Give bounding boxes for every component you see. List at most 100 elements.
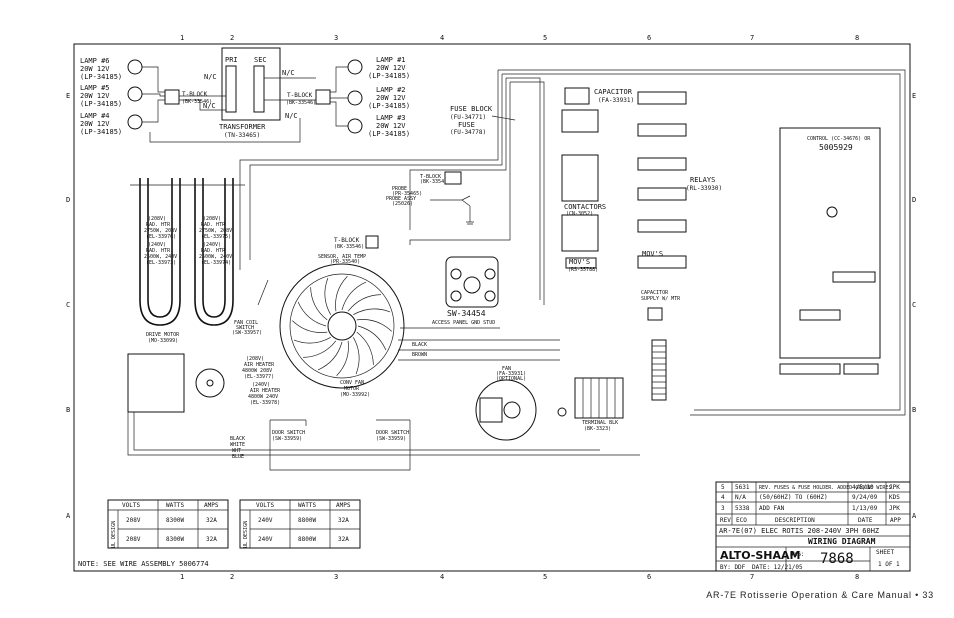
movs-label: MOV'S (569, 258, 590, 266)
drive-motor-part: (MO-33099) (148, 338, 178, 344)
conv-fan-label2: MOTOR (344, 386, 360, 392)
sheet-number: 1 OF 1 (878, 561, 900, 568)
contactors-part: (CN-3052) (566, 211, 593, 217)
lamp-6-spec: 20W 12V (80, 65, 110, 73)
wire-brown: BROWN (412, 352, 427, 358)
lamp-2-name: LAMP #2 (376, 86, 406, 94)
conv-fan-blade (293, 336, 331, 344)
fan-motor (479, 397, 503, 423)
grid-row-left-C: C (66, 301, 70, 309)
probe-assy-label: PROBE ASSY (386, 196, 416, 202)
lamp-6-bulb (127, 59, 143, 75)
heater-l2-name: RAD. HTR (146, 248, 171, 254)
conv-fan-blade (317, 341, 343, 371)
heater-r2-name: RAD. HTR (201, 248, 226, 254)
t240-r1-watts: 8800W (298, 517, 316, 524)
dwg-number: 7868 (820, 551, 854, 567)
drive-motor: DRIVE MOTOR (MO-33099) (127, 332, 225, 413)
switch-body (445, 256, 499, 308)
switch-terminal-21 (450, 268, 462, 280)
conv-fan-blade (347, 294, 381, 312)
fan-coil-label: FAN COIL (234, 320, 258, 326)
sensor-tblock-label: T-BLOCK (334, 237, 360, 244)
fuse-label: FUSE (458, 121, 475, 129)
probe-tblock-box (444, 171, 462, 185)
heater-l1-name: RAD. HTR (146, 222, 171, 228)
optional-fan: FAN (FA-33931) (OPTIONAL) (475, 366, 567, 441)
relay-1 (637, 91, 687, 105)
main-bus-wiring (239, 69, 906, 416)
grid-row-right-B: B (912, 406, 916, 414)
fan-label: FAN (502, 366, 511, 372)
lamp-3-spec: 20W 12V (376, 122, 406, 130)
lamp-4-bulb (127, 114, 143, 130)
grid-col-top-2: 2 (230, 34, 234, 42)
relays-part: (RL-33930) (686, 185, 722, 192)
fan-part: (FA-33931) (496, 371, 526, 377)
conv-fan-blade (352, 337, 360, 375)
specs-tables: VOLTS WATTS AMPS 208V 8300W 32A 208V 830… (107, 499, 361, 549)
lamp-6: LAMP #6 20W 12V (LP-34185) (80, 57, 143, 81)
tblock-right-label: T-BLOCK (287, 92, 313, 99)
control-board-number: 5005929 (819, 143, 853, 152)
t208-r1-watts: 8300W (166, 517, 184, 524)
transformer-label: TRANSFORMER (219, 123, 266, 131)
movs-part: (RS-35788) (568, 267, 598, 273)
contactors-label: CONTACTORS (564, 203, 606, 211)
grid-col-top-8: 8 (855, 34, 859, 42)
t208-side: UL DESIGN (111, 521, 117, 548)
lamp-5: LAMP #5 20W 12V (LP-34185) (80, 84, 143, 108)
heater-r1-spec: 2750W, 208V (199, 228, 232, 234)
fuse-part: (FU-34778) (450, 129, 486, 136)
mov-block (565, 257, 597, 269)
revision-cell: 5338 (735, 505, 750, 512)
capacitor-mid-sub: SUPPLY W/ MTR (641, 296, 681, 302)
revision-cell: 9/24/09 (852, 494, 878, 501)
revision-cell: JPK (889, 505, 900, 512)
wire-assembly-note: NOTE: SEE WIRE ASSEMBLY 5006774 (78, 560, 209, 568)
fuse-block: FUSE BLOCK (FU-34771) FUSE (FU-34778) (450, 105, 516, 136)
grid-col-top-3: 3 (334, 34, 338, 42)
lamp-4-name: LAMP #4 (80, 112, 110, 120)
door-switch-left-part: (SW-33959) (272, 436, 302, 442)
selector-switch: SW-34454 (445, 256, 499, 318)
drive-motor-hub (206, 379, 214, 387)
heater-l2-part: (EL-33973) (146, 260, 176, 266)
heater-r1-v: (208V) (203, 216, 221, 222)
heater-left-inner (147, 178, 173, 318)
drawn-by: BY: DDF (720, 564, 746, 571)
t208-h-volts: VOLTS (122, 502, 140, 509)
lamp-2-bulb (347, 90, 363, 106)
rev-header-app: APP (890, 517, 901, 524)
control-board-outline (779, 127, 881, 359)
switch-terminal-23 (450, 290, 462, 302)
conv-fan-blade (335, 276, 348, 312)
heater-r2-v: (240V) (203, 242, 221, 248)
conv-fan-blade (341, 281, 367, 311)
revision-cell: (50/60HZ) TO (60HZ) (759, 494, 828, 501)
door-switches: DOOR SWITCH (SW-33959) DOOR SWITCH (SW-3… (269, 419, 411, 471)
control-board: CONTROL (CC-34676) OR 5005929 (779, 127, 881, 375)
sensor-tblock-box (365, 235, 379, 249)
lamp-1: LAMP #1 20W 12V (LP-34185) (347, 56, 410, 80)
grid-col-top-6: 6 (647, 34, 651, 42)
revision-cell: 4 (721, 494, 725, 501)
probe-assy-part: (25026) (392, 201, 413, 207)
heater-l1-v: (208V) (148, 216, 166, 222)
grid-row-left-B: B (66, 406, 70, 414)
probe-label: PROBE (392, 186, 407, 192)
lamp-1-bulb (347, 59, 363, 75)
conv-fan-part: (MO-33992) (340, 392, 370, 398)
dwg-label: DWG: (790, 551, 804, 558)
grid-row-left-E: E (66, 92, 70, 100)
air-temp-sensor: T-BLOCK (BK-33546) SENSOR, AIR TEMP (PR-… (318, 235, 379, 265)
conv-fan-blade (356, 319, 392, 332)
t240-side: UL DESIGN (243, 521, 249, 548)
grid-col-top-7: 7 (750, 34, 754, 42)
transformer-sec: SEC (254, 56, 267, 64)
lamp-5-name: LAMP #5 (80, 84, 110, 92)
